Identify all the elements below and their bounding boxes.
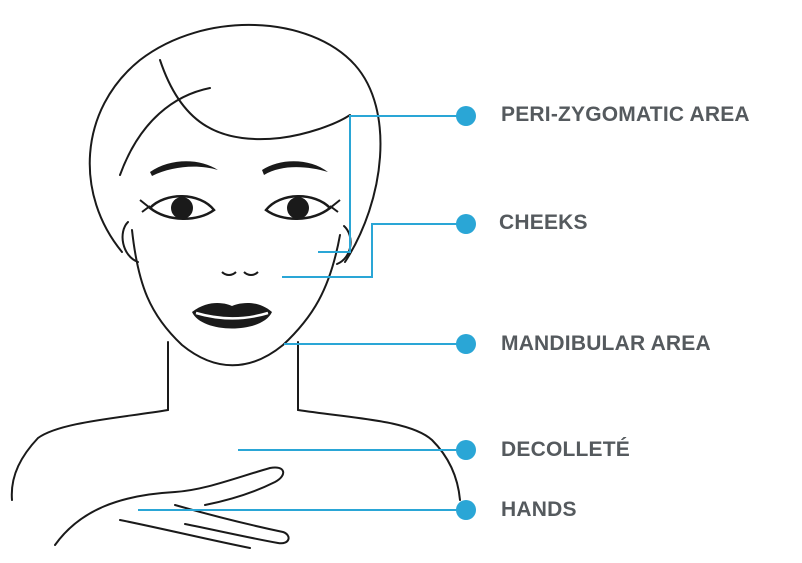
eyes [140,196,340,219]
lips [192,303,272,329]
label-cheeks: CHEEKS [499,211,588,235]
hair-strand [120,88,210,175]
eyebrows [150,161,328,176]
left-lashes [140,200,150,212]
nose [222,272,258,275]
label-hands: HANDS [501,498,577,522]
pointer-dot-decollete [456,440,476,460]
label-peri-zygomatic-area: PERI-ZYGOMATIC AREA [501,103,750,127]
left-eyebrow [150,161,218,176]
hand-outline [55,467,283,545]
hair-fringe [160,60,350,139]
pointer-dot-peri-zygomatic [456,106,476,126]
label-decollete: DECOLLETÉ [501,438,630,462]
shoulder-left [12,410,168,500]
label-mandibular-area: MANDIBULAR AREA [501,332,711,356]
pointer-dot-cheeks [456,214,476,234]
pointer-dot-mandibular [456,334,476,354]
pointer-line-peri-zygomatic [318,116,466,252]
pointer-lines [138,116,466,510]
woman-illustration [12,25,460,548]
pointer-dot-hands [456,500,476,520]
right-lashes [330,200,340,212]
right-eyebrow [262,161,328,175]
pointer-dots [456,106,476,520]
pointer-line-cheeks [282,224,466,277]
hair-outline [90,25,381,262]
right-pupil [287,197,309,219]
left-pupil [171,197,193,219]
shoulder-right [298,410,460,500]
